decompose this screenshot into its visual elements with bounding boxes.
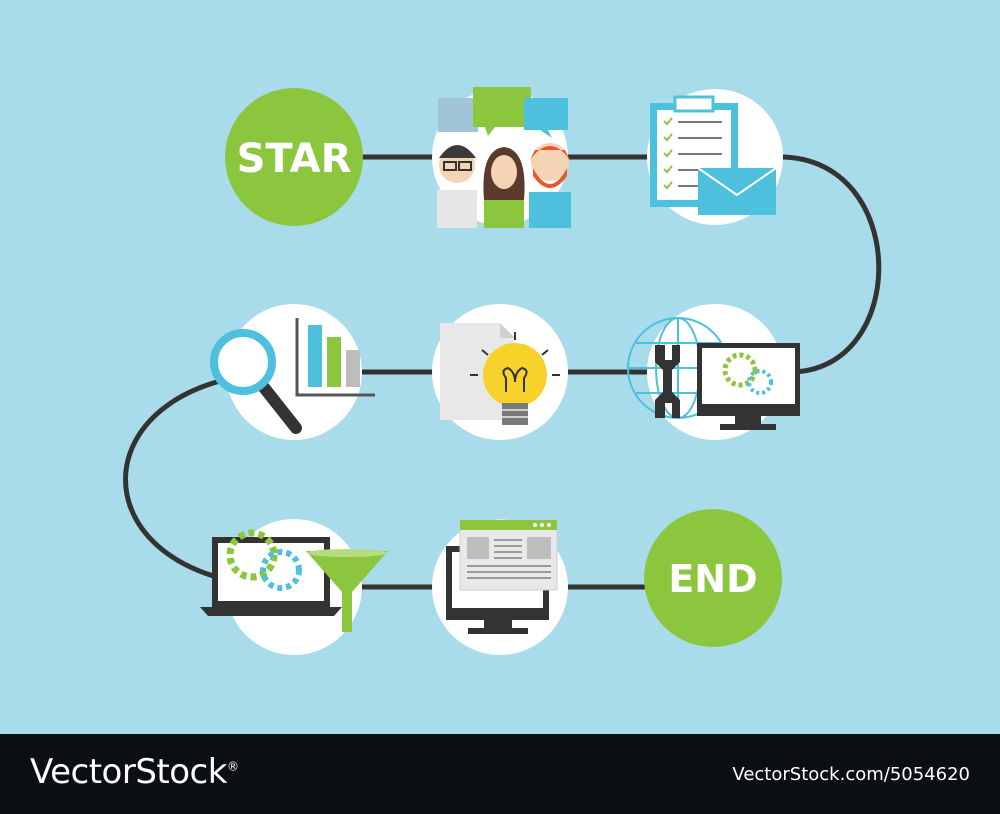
step-checklist xyxy=(647,89,783,225)
watermark-footer: VectorStock® VectorStock.com/5054620 xyxy=(0,734,1000,814)
step-development xyxy=(627,304,800,440)
start-node: STAR xyxy=(225,88,363,226)
brand-name: VectorStock xyxy=(30,752,227,792)
step-team-discussion xyxy=(432,87,571,228)
checklist-envelope-icon xyxy=(650,95,777,215)
brand-mark: ® xyxy=(226,759,239,774)
globe-wrench-monitor-icon xyxy=(627,317,800,430)
step-analysis xyxy=(210,304,375,440)
monitor-webpage-icon xyxy=(446,519,558,634)
vectorstock-logo: VectorStock® xyxy=(30,752,239,792)
start-label: STAR xyxy=(237,136,352,182)
magnifier-bar-chart-icon xyxy=(210,318,375,434)
end-label: END xyxy=(668,557,757,601)
step-processing xyxy=(200,519,388,655)
lightbulb-document-icon xyxy=(440,323,560,425)
people-chat-icon xyxy=(437,87,571,228)
flow-canvas: STAR xyxy=(123,87,882,655)
step-idea xyxy=(432,304,568,440)
laptop-gears-funnel-icon xyxy=(200,529,388,632)
end-node: END xyxy=(644,509,782,647)
step-publish xyxy=(432,519,568,655)
image-id: VectorStock.com/5054620 xyxy=(732,764,970,785)
process-diagram: STAR xyxy=(0,0,1000,734)
